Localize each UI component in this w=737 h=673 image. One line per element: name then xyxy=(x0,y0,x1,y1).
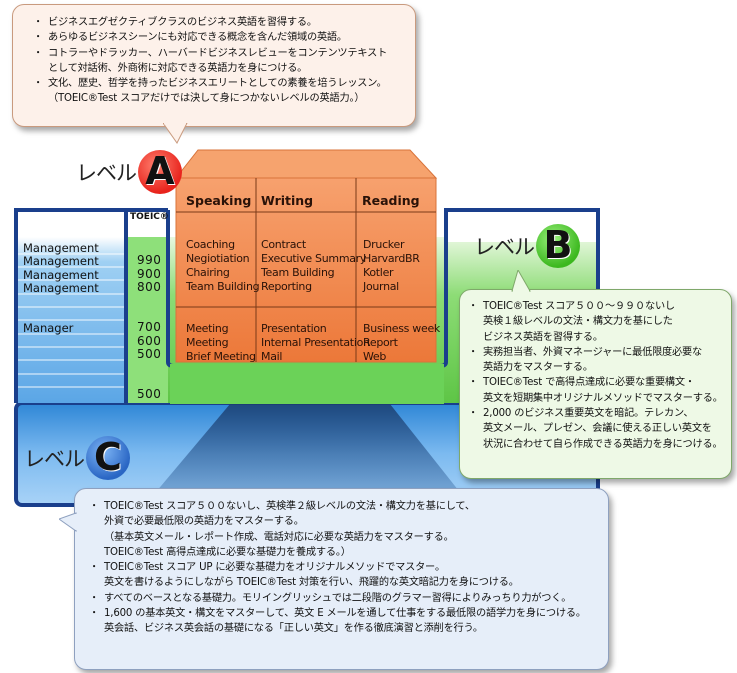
bubble-b-bullet: TOIEC®Test で高得点達成に必要な重要構文・ 英文を短期集中オリジナルメ… xyxy=(468,375,723,406)
bubble-a-bullet-list: ビジネスエグゼクティブクラスのビジネス英語を習得する。 あらゆるビジネスシーンに… xyxy=(33,15,387,107)
toeic-score: 500 xyxy=(137,387,162,401)
bubble-a-bullet: ビジネスエグゼクティブクラスのビジネス英語を習得する。 xyxy=(33,15,387,31)
bubble-c-bullet-list: TOEIC®Test スコア５００ないし、英検準２級レベルの文法・構文力を基にし… xyxy=(89,499,586,637)
box-header-reading: Reading xyxy=(362,193,420,208)
level-b-badge: B xyxy=(536,224,580,268)
bubble-c-bullet: すべてのベースとなる基礎力。モリイングリッシュでは二段階のグラマー習得によりみっ… xyxy=(89,591,586,607)
bubble-c-tail xyxy=(59,512,78,532)
bubble-a-bullet: あらゆるビジネスシーンにも対応できる概念を含んだ領域の英語。 xyxy=(33,30,387,46)
level-b-label: レベル B xyxy=(474,224,580,268)
table-row-label: Management xyxy=(23,268,99,282)
bubble-b-tail xyxy=(511,270,531,292)
table-row-label: Manager xyxy=(23,321,74,335)
toeic-score: 600 xyxy=(137,334,162,348)
bubble-c-bullet: TOEIC®Test スコア５００ないし、英検準２級レベルの文法・構文力を基にし… xyxy=(89,499,586,560)
table-row-label: Management xyxy=(23,241,99,255)
level-b-word: レベル xyxy=(474,235,535,259)
level-c-letter: C xyxy=(94,435,122,479)
toeic-score: 900 xyxy=(137,267,162,281)
bubble-a-bullet: 文化、歴史、哲学を持ったビジネスエリートとしての素養を培うレッスン。 （TOEI… xyxy=(33,76,387,107)
table-row-label: Management xyxy=(23,254,99,268)
level-c-badge: C xyxy=(86,436,130,480)
box-cell-writing-lower: Presentation Internal Presentation Mail xyxy=(261,322,370,363)
box-cell-writing-upper: Contract Executive Summary Team Building… xyxy=(261,238,367,293)
level-a-description-bubble: ビジネスエグゼクティブクラスのビジネス英語を習得する。 あらゆるビジネスシーンに… xyxy=(12,4,416,144)
box-cell-reading-upper: Drucker HarvardBR Kotler Journal xyxy=(363,238,420,293)
level-c-description-bubble: TOEIC®Test スコア５００ないし、英検準２級レベルの文法・構文力を基にし… xyxy=(59,488,609,670)
level-a-letter: A xyxy=(145,149,175,193)
box-cell-reading-lower: Business week Report Web xyxy=(363,322,441,363)
bubble-c-bullet: TOEIC®Test スコア UP に必要な基礎力をオリジナルメソッドでマスター… xyxy=(89,560,586,591)
bubble-b-bullet-list: TOEIC®Test スコア５００～９９０ないし 英検１級レベルの文法・構文力を… xyxy=(468,299,723,452)
bubble-c-bullet: 1,600 の基本英文・構文をマスターして、英文 E メールを通して仕事をする最… xyxy=(89,606,586,637)
toeic-column-header: TOEIC® xyxy=(130,212,169,222)
toeic-score: 700 xyxy=(137,320,162,334)
level-b-description-bubble: TOEIC®Test スコア５００～９９０ないし 英検１級レベルの文法・構文力を… xyxy=(459,270,732,479)
level-c-label: レベル C xyxy=(24,436,130,480)
bubble-b-bullet: 実務担当者、外資マネージャーに最低限度必要な 英語力をマスターする。 xyxy=(468,345,723,376)
level-c-word: レベル xyxy=(24,447,85,471)
box-header-writing: Writing xyxy=(261,193,314,208)
toeic-score: 500 xyxy=(137,347,162,361)
box-cell-speaking-lower: Meeting Meeting Brief Meeting xyxy=(186,322,256,363)
bubble-a-bullet: コトラーやドラッカー、ハーバードビジネスレビューをコンテンツテキスト として対話… xyxy=(33,46,387,77)
bubble-a-tail xyxy=(163,123,188,144)
level-a-word: レベル xyxy=(76,161,137,185)
table-row-label: Management xyxy=(23,281,99,295)
level-a-badge: A xyxy=(138,150,182,194)
box-cell-speaking-upper: Coaching Negiotiation Chairing Team Buil… xyxy=(186,238,260,293)
level-b-letter: B xyxy=(543,223,573,267)
level-a-label: レベル A xyxy=(76,150,182,194)
box-header-speaking: Speaking xyxy=(186,193,252,208)
bubble-b-bullet: 2,000 のビジネス重要英文を暗記。テレカン、 英文メール、プレゼン、会議に使… xyxy=(468,406,723,452)
bubble-b-bullet: TOEIC®Test スコア５００～９９０ないし 英検１級レベルの文法・構文力を… xyxy=(468,299,723,345)
toeic-score: 800 xyxy=(137,280,162,294)
toeic-score: 990 xyxy=(137,253,162,267)
